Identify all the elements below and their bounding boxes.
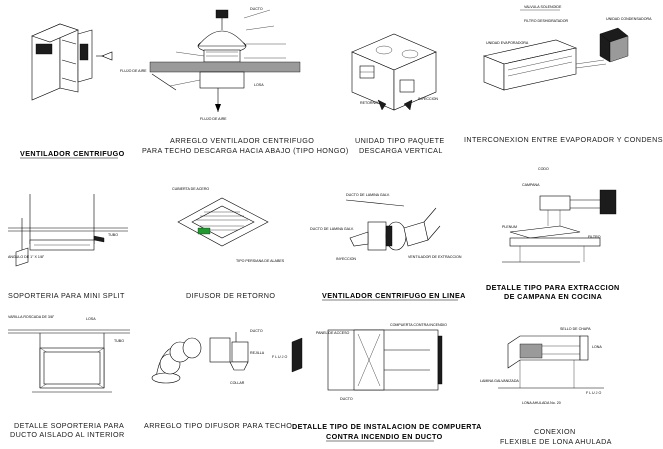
label-campana: CAMPANA xyxy=(522,183,540,187)
label-valvula-solenoide: VALVULA SOLENOIDE xyxy=(524,5,562,9)
label-retorno: RETORNO xyxy=(360,101,378,105)
label-tubo-2: TUBO xyxy=(114,339,124,343)
label-varilla: VARILLA ROSCADA DE 3/8" xyxy=(8,315,55,319)
label-inyeccion: INYECCION xyxy=(418,97,438,101)
detail-conexion-flexible: LONA F L U J O LONA AHULADA No. 20 LAMIN… xyxy=(480,327,612,446)
caption-compuerta-l2: CONTRA INCENDIO EN DUCTO xyxy=(326,432,443,441)
label-losa-2: LOSA xyxy=(86,317,96,321)
detail-ventilador-linea: DUCTO DE LAMINA GALV. DUCTO DE LAMINA GA… xyxy=(310,193,466,301)
label-codo: CODO xyxy=(538,167,549,171)
detail-soporteria-minisplit: ANGULO DE 1" X 1/8" TUBO SOPORTERIA PARA… xyxy=(8,194,128,300)
caption-paquete-l2: DESCARGA VERTICAL xyxy=(359,146,443,155)
label-unidad-evaporadora: UNIDAD EVAPORADORA xyxy=(486,41,529,45)
detail-difusor-techo: DUCTO REJILLA COLLAR ARREGLO TIPO DIFUSO… xyxy=(144,329,292,430)
caption-difusor-retorno: DIFUSOR DE RETORNO xyxy=(186,291,275,300)
label-rejilla: REJILLA xyxy=(250,351,265,355)
label-inyeccion-2: INYECCION xyxy=(336,257,356,261)
label-flujo-2: F L U J O xyxy=(586,391,601,395)
label-filtro: FILTRO xyxy=(588,235,601,239)
detail-arreglo-ventilador: FLUJO DE AIRE LOSA FLUJO DE AIRE DUCTO A… xyxy=(120,7,349,155)
label-ducto-lamina-2: DUCTO DE LAMINA GALV. xyxy=(310,227,354,231)
caption-soporteria-ducto-l1: DETALLE SOPORTERIA PARA xyxy=(14,421,124,430)
label-filtro-deshidratador: FILTRO DESHIDRATADOR xyxy=(524,19,569,23)
caption-interconexion: INTERCONEXION ENTRE EVAPORADOR Y CONDENS… xyxy=(464,135,663,144)
caption-ventilador-linea: VENTILADOR CENTRIFUGO EN LINEA xyxy=(322,291,466,300)
label-tipo-persiana: TIPO PERSIANA DE ALABES xyxy=(236,259,285,263)
label-ducto-2: DUCTO xyxy=(250,329,263,333)
label-panel-acceso: PANEL DE ACCESO xyxy=(316,331,350,335)
caption-extraccion-l2: DE CAMPANA EN COCINA xyxy=(504,292,602,301)
label-ducto-3: DUCTO xyxy=(340,397,353,401)
detail-extraccion-campana: CODO CAMPANA FILTRO PLENUM DETALLE TIPO … xyxy=(486,167,620,301)
caption-paquete-l1: UNIDAD TIPO PAQUETE xyxy=(355,136,445,145)
label-flujo-aire-2: FLUJO DE AIRE xyxy=(200,117,227,121)
label-sello: SELLO DE CHAPA xyxy=(560,327,591,331)
caption-arreglo-l1: ARREGLO VENTILADOR CENTRIFUGO xyxy=(170,136,314,145)
detail-compuerta-incendio: F L U J O PANEL DE ACCESO COMPUERTA CONT… xyxy=(272,323,482,442)
label-losa: LOSA xyxy=(254,83,264,87)
caption-conexion-l2: FLEXIBLE DE LONA AHULADA xyxy=(500,437,612,446)
detail-ventilador-centrifugo: VENTILADOR CENTRIFUGO xyxy=(20,23,125,159)
caption-soporteria-ducto-l2: DUCTO AISLADO AL INTERIOR xyxy=(10,430,125,439)
detail-difusor-retorno: CUBIERTA DE ACERO TIPO PERSIANA DE ALABE… xyxy=(172,187,285,300)
label-unidad-condensadora: UNIDAD CONDENSADORA xyxy=(606,17,652,21)
label-plenum: PLENUM xyxy=(502,225,517,229)
label-tubo: TUBO xyxy=(108,233,118,237)
label-ducto-lamina: DUCTO DE LAMINA GALV. xyxy=(346,193,390,197)
caption-ventilador-centrifugo: VENTILADOR CENTRIFUGO xyxy=(20,149,125,158)
detail-interconexion: VALVULA SOLENOIDE FILTRO DESHIDRATADOR U… xyxy=(464,5,663,144)
caption-difusor-techo: ARREGLO TIPO DIFUSOR PARA TECHO xyxy=(144,421,292,430)
label-flujo-aire: FLUJO DE AIRE xyxy=(120,69,147,73)
label-lamina: LAMINA GALVANIZADA xyxy=(480,379,519,383)
detail-soporteria-ducto: VARILLA ROSCADA DE 3/8" TUBO LOSA DETALL… xyxy=(8,315,130,439)
caption-soporteria-minisplit: SOPORTERIA PARA MINI SPLIT xyxy=(8,291,125,300)
label-compuerta: COMPUERTA CONTRA INCENDIO xyxy=(390,323,447,327)
label-angulo: ANGULO DE 1" X 1/8" xyxy=(8,255,45,259)
caption-conexion-l1: CONEXION xyxy=(534,427,576,436)
label-cubierta-acero: CUBIERTA DE ACERO xyxy=(172,187,209,191)
caption-extraccion-l1: DETALLE TIPO PARA EXTRACCION xyxy=(486,283,620,292)
label-ducto: DUCTO xyxy=(250,7,263,11)
label-lona-ahulada: LONA AHULADA No. 20 xyxy=(522,401,561,405)
label-ventilador-extraccion: VENTILADOR DE EXTRACCION xyxy=(408,255,462,259)
label-lona: LONA xyxy=(592,345,602,349)
label-collar: COLLAR xyxy=(230,381,245,385)
label-flujo: F L U J O xyxy=(272,355,287,359)
detail-unidad-paquete: RETORNO INYECCION UNIDAD TIPO PAQUETE DE… xyxy=(351,33,445,155)
green-highlight-patch xyxy=(197,227,211,235)
caption-arreglo-l2: PARA TECHO DESCARGA HACIA ABAJO (TIPO HO… xyxy=(142,146,349,155)
caption-compuerta-l1: DETALLE TIPO DE INSTALACION DE COMPUERTA xyxy=(292,422,482,431)
